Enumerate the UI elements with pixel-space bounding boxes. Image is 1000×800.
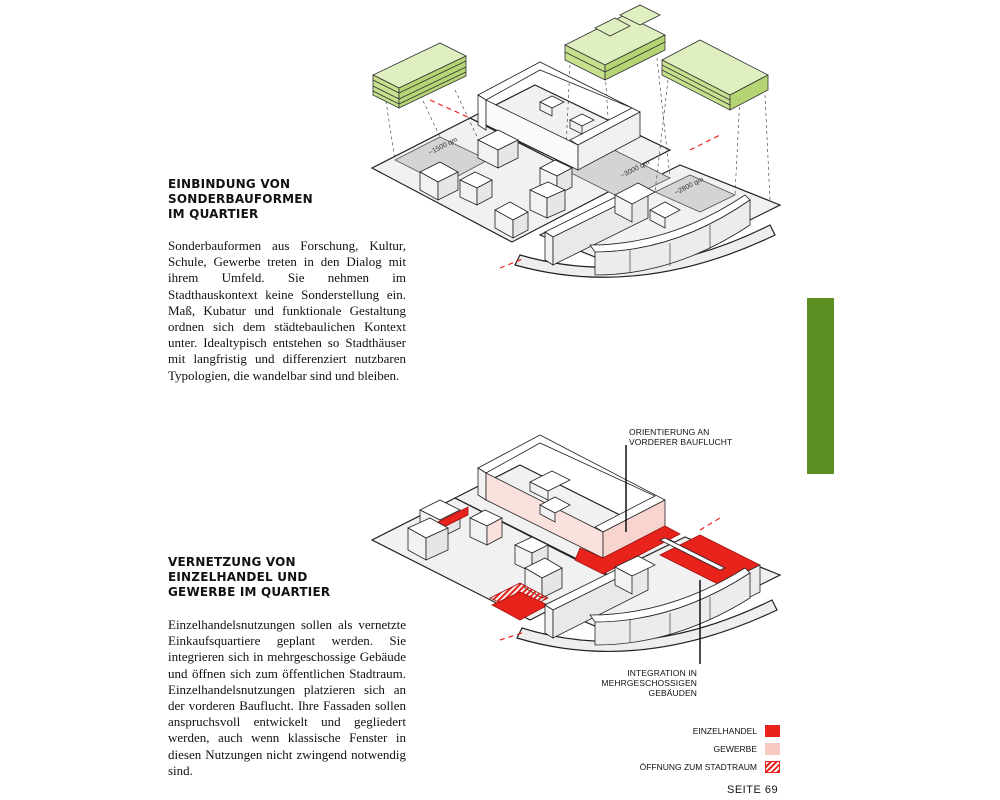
houses-top xyxy=(419,61,751,276)
annotation-integration: INTEGRATION IN MEHRGESCHOSSIGEN GEBÄUDEN xyxy=(586,668,697,698)
legend-label: ÖFFNUNG ZUM STADTRAUM xyxy=(639,762,757,772)
annotation-line: GEBÄUDEN xyxy=(648,688,697,698)
chapter-tab xyxy=(807,298,834,474)
legend-label: EINZELHANDEL xyxy=(692,726,757,736)
annotation-orientierung: ORIENTIERUNG AN VORDERER BAUFLUCHT xyxy=(629,427,732,447)
page-number: SEITE 69 xyxy=(727,784,779,796)
section2-heading-line: GEWERBE IM QUARTIER xyxy=(168,585,331,599)
annotation-line: ORIENTIERUNG AN xyxy=(629,427,710,437)
diagram-einzelhandel xyxy=(370,434,782,664)
green-building-middle xyxy=(564,4,666,81)
section2-heading: VERNETZUNG VON EINZELHANDEL UND GEWERBE … xyxy=(168,555,330,600)
section1-heading-line: SONDERBAUFORMEN xyxy=(168,192,313,206)
legend-swatch-einzelhandel xyxy=(765,725,780,737)
annotation-line: MEHRGESCHOSSIGEN xyxy=(601,678,697,688)
footprint-right xyxy=(654,174,736,213)
legend-swatch-gewerbe xyxy=(765,743,780,755)
section2-paragraph: Einzelhandelsnutzungen sollen als vernet… xyxy=(168,617,406,778)
section1-paragraph: Sonderbauformen aus Forschung, Kultur, S… xyxy=(168,238,406,383)
legend-swatch-oeffnung xyxy=(765,761,780,773)
legend-item-gewerbe: GEWERBE xyxy=(600,743,780,755)
green-building-right xyxy=(661,39,769,111)
section2-heading-line: VERNETZUNG VON xyxy=(168,555,296,569)
legend-label: GEWERBE xyxy=(713,744,757,754)
legend: EINZELHANDEL GEWERBE ÖFFNUNG ZUM STADTRA… xyxy=(600,725,780,779)
section2-heading-line: EINZELHANDEL UND xyxy=(168,570,308,584)
projection-lines xyxy=(384,39,771,201)
green-building-left xyxy=(372,42,467,109)
legend-item-einzelhandel: EINZELHANDEL xyxy=(600,725,780,737)
annotation-line: INTEGRATION IN xyxy=(627,668,697,678)
red-axes-bottom xyxy=(499,517,721,641)
annotation-line: VORDERER BAUFLUCHT xyxy=(629,437,733,447)
section1-heading-line: EINBINDUNG VON xyxy=(168,177,291,191)
diagram-sonderbauformen: ~1500 qm ~3000 qm ~2800 qm xyxy=(370,4,782,278)
section1-heading: EINBINDUNG VON SONDERBAUFORMEN IM QUARTI… xyxy=(168,177,313,222)
houses-bottom xyxy=(407,434,761,646)
section1-heading-line: IM QUARTIER xyxy=(168,207,259,221)
legend-item-oeffnung: ÖFFNUNG ZUM STADTRAUM xyxy=(600,761,780,773)
